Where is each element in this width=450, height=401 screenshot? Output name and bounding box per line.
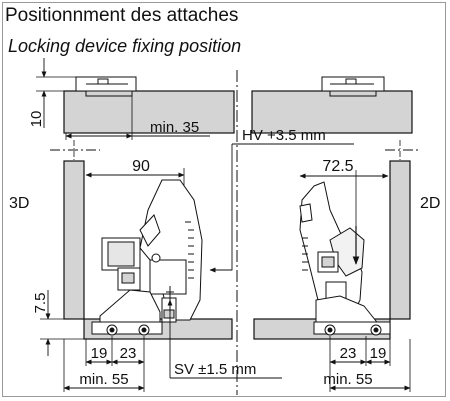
dim-7-5-label: 7.5	[32, 293, 49, 314]
right-wall	[389, 160, 411, 320]
hv-label: HV +3.5 mm	[242, 127, 326, 144]
right-dim-19-label: 19	[370, 345, 387, 362]
diagram-subtitle: Locking device fixing position	[8, 36, 242, 56]
top-left-panel	[63, 90, 235, 134]
min-35-label: min. 35	[150, 119, 199, 136]
left-dim-19-label: 19	[91, 345, 108, 362]
side-2d-label: 2D	[420, 195, 440, 212]
right-locking-device	[299, 181, 391, 336]
top-left-bracket	[75, 76, 137, 97]
left-dim-23-label: 23	[120, 345, 137, 362]
sv-label: SV ±1.5 mm	[174, 361, 256, 378]
left-min-55-label: min. 55	[79, 371, 128, 388]
dim-10-label: 10	[28, 111, 45, 128]
left-wall	[63, 160, 85, 320]
top-right-bracket	[321, 76, 385, 97]
hv-leader-line	[209, 153, 233, 273]
diagram-title: Positionnment des attaches	[5, 5, 239, 26]
dim-72-5-label: 72.5	[322, 158, 353, 175]
side-3d-label: 3D	[9, 195, 29, 212]
left-locking-device	[91, 179, 203, 336]
dim-90-label: 90	[132, 158, 150, 175]
diagram-frame	[2, 2, 446, 397]
right-dim-23-label: 23	[340, 345, 357, 362]
top-right-panel	[251, 90, 413, 134]
right-min-55-label: min. 55	[323, 371, 372, 388]
